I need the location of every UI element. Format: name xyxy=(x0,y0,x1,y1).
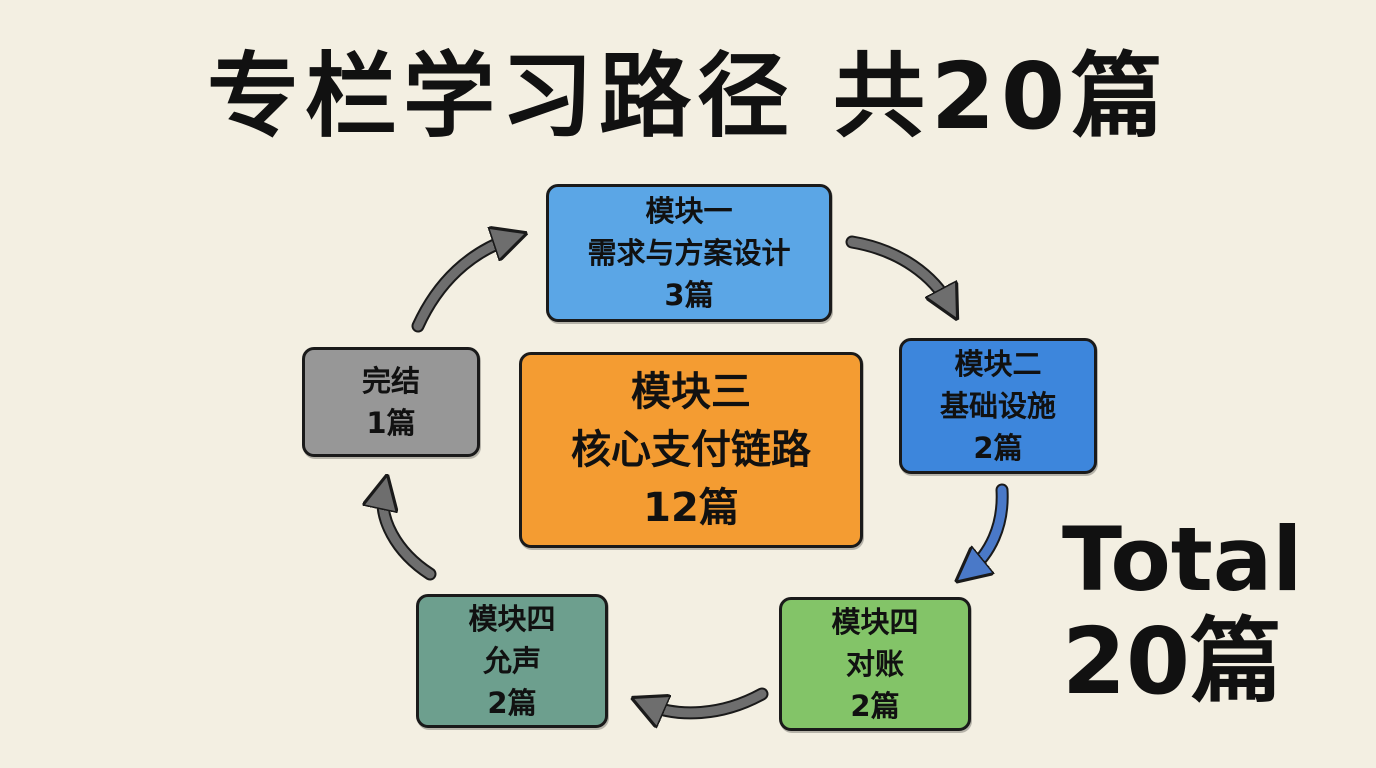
module-4-other-box: 模块四 允声 2篇 xyxy=(416,594,608,728)
finish-box: 完结 1篇 xyxy=(302,347,480,457)
module-2-count: 2篇 xyxy=(973,431,1023,465)
module-3-title: 模块三 xyxy=(631,369,751,415)
module-4-other-title: 模块四 xyxy=(468,602,556,636)
finish-count: 1篇 xyxy=(366,406,416,440)
arrow-icon xyxy=(968,485,1007,572)
module-2-title: 模块二 xyxy=(954,347,1042,381)
arrow-icon xyxy=(383,490,435,579)
module-4-reconcile-box: 模块四 对账 2篇 xyxy=(779,597,971,731)
module-3-box: 模块三 核心支付链路 12篇 xyxy=(519,352,863,548)
module-4-reconcile-title: 模块四 xyxy=(831,605,919,639)
module-2-name: 基础设施 xyxy=(939,389,1056,423)
arrow-icon xyxy=(646,689,767,713)
total-summary: Total 20篇 xyxy=(1062,510,1362,714)
module-1-name: 需求与方案设计 xyxy=(587,236,791,270)
module-1-title: 模块一 xyxy=(645,194,733,228)
arrow-icon xyxy=(413,238,512,331)
arrow-icon xyxy=(847,237,950,306)
module-3-count: 12篇 xyxy=(643,485,739,531)
module-1-count: 3篇 xyxy=(664,278,714,312)
total-label: Total xyxy=(1062,508,1303,611)
arrow-icon xyxy=(845,235,957,313)
finish-title: 完结 xyxy=(361,364,420,398)
module-4-other-count: 2篇 xyxy=(487,686,537,720)
page-title: 专栏学习路径 共20篇 xyxy=(206,43,1170,150)
module-4-reconcile-name: 对账 xyxy=(845,647,904,681)
total-count: 20篇 xyxy=(1062,608,1283,715)
module-1-box: 模块一 需求与方案设计 3篇 xyxy=(546,184,832,322)
module-4-reconcile-count: 2篇 xyxy=(850,689,900,723)
arrow-icon xyxy=(411,231,519,333)
module-3-name: 核心支付链路 xyxy=(571,427,811,473)
module-2-box: 模块二 基础设施 2篇 xyxy=(899,338,1097,474)
module-4-other-name: 允声 xyxy=(482,644,541,678)
